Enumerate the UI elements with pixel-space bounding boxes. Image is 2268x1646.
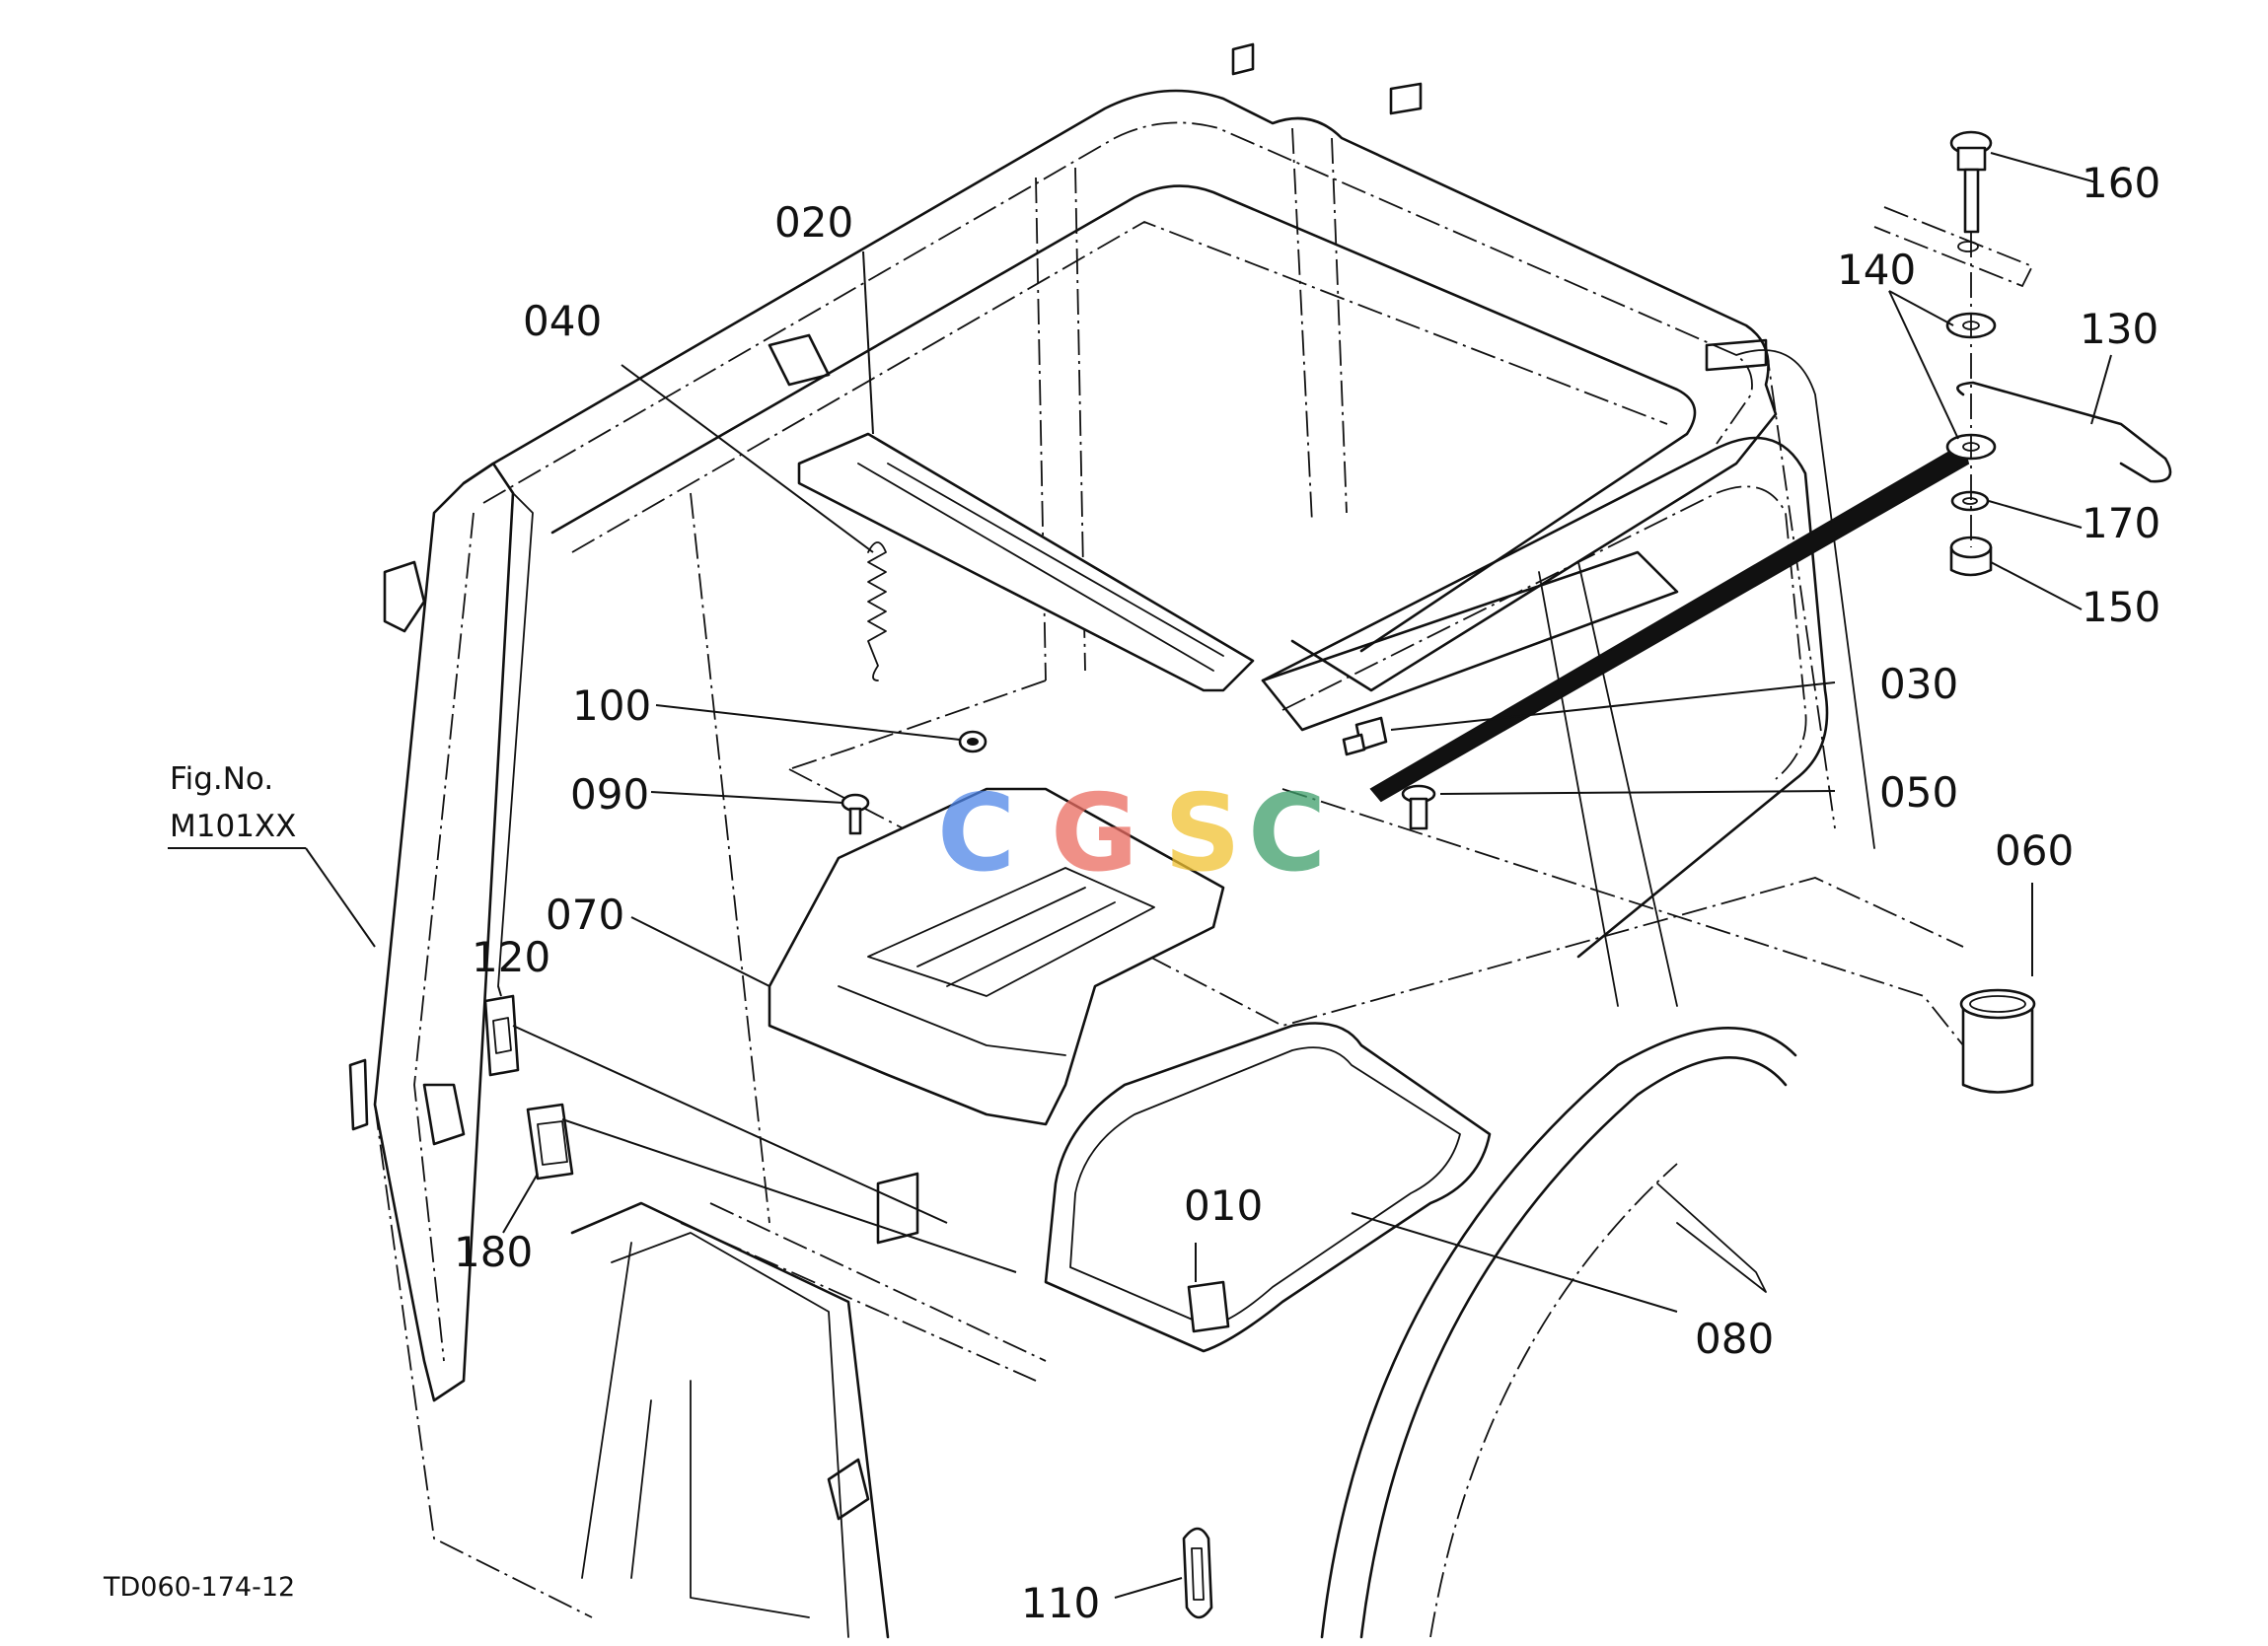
bolt-part-090 [841,793,870,835]
black-rod [1369,442,1970,803]
callout-040: 040 [523,297,602,345]
wire-clip-part-130 [1956,381,2172,483]
watermark-letter-s: S [1164,772,1241,895]
watermark-letter-c1: C [937,772,1015,895]
figure-ref-label: Fig.No. [170,761,273,797]
callout-110: 110 [1021,1579,1100,1627]
grommet-part-120 [483,994,520,1077]
callout-060: 060 [1995,826,2074,875]
bolt-part-160 [1949,130,1993,234]
mounting-plate [1873,206,2034,288]
clip-part-010 [1187,1280,1230,1333]
callout-030: 030 [1879,660,1958,708]
watermark-letter-c2: C [1248,772,1326,895]
drawing-code: TD060-174-12 [103,1572,295,1603]
figure-ref-number: M101XX [170,809,296,844]
callout-070: 070 [546,891,624,939]
watermark: C G S C [937,772,1326,895]
callout-020: 020 [774,198,853,247]
fitting-part-030 [1342,716,1388,756]
callout-160: 160 [2082,159,2160,207]
callout-120: 120 [472,933,550,981]
callout-090: 090 [570,770,649,819]
cup-part-060 [1959,988,2036,1094]
cap-part-050 [1401,784,1436,830]
floor-plate-part-070 [768,787,1225,1126]
window-seal-part-080 [1044,1022,1492,1353]
callout-010: 010 [1184,1181,1263,1230]
callout-050: 050 [1879,768,1958,817]
cab-frame [348,42,1964,1639]
callout-150: 150 [2082,583,2160,631]
watermark-letter-g: G [1051,772,1138,895]
grommet-part-180 [526,1103,574,1181]
nut-part-150 [1949,536,1993,577]
callout-100: 100 [572,681,651,730]
callout-130: 130 [2080,305,2158,353]
spring-washer-part-170 [1950,490,1990,512]
grommet-part-110 [1182,1527,1213,1619]
spring-part-040 [867,541,887,681]
callouts: 020 040 100 090 070 120 180 030 050 060 … [454,159,2160,1627]
callout-080: 080 [1695,1315,1774,1363]
leader-lines [168,152,2112,1599]
callout-180: 180 [454,1228,533,1276]
callout-140: 140 [1837,246,1916,294]
callout-170: 170 [2082,499,2160,547]
